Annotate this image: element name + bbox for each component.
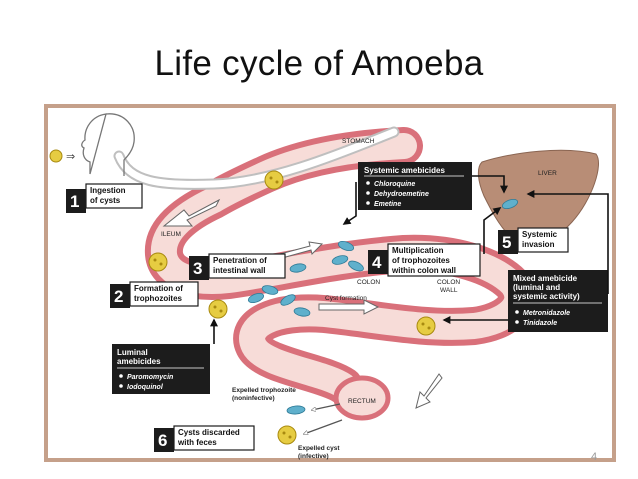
- luminal-drug-1: Paromomycin: [127, 374, 173, 381]
- step-4-line-1: Multiplication: [392, 246, 444, 255]
- systemic-drug-3: Emetine: [374, 201, 401, 208]
- colon-wall-label-1: COLON: [437, 279, 460, 286]
- systemic-heading: Systemic amebicides: [364, 166, 445, 175]
- mixed-heading-1: Mixed amebicide: [513, 274, 578, 283]
- mixed-drug-1: Metronidazole: [523, 310, 570, 317]
- step-6-line-1: Cysts discarded: [178, 428, 240, 437]
- step-2-number: 2: [114, 287, 123, 306]
- luminal-drug-2: Iodoquinol: [127, 384, 164, 391]
- systemic-amebicides-box: Systemic amebicides Chloroquine Dehydroe…: [358, 162, 472, 210]
- step-6-line-2: with feces: [177, 438, 217, 447]
- rectum-opening: [333, 375, 391, 421]
- step-1-line-1: Ingestion: [90, 186, 126, 195]
- colon-wall-label-2: WALL: [440, 287, 458, 294]
- step-3: 3 Penetration of intestinal wall: [189, 253, 286, 280]
- drug-action-arrows: [210, 175, 609, 344]
- luminal-amebicides-box: Luminal amebicides Paromomycin Iodoquino…: [112, 344, 210, 394]
- expelled-cyst-label-1: Expelled cyst: [298, 445, 340, 452]
- step-2-line-1: Formation of: [134, 284, 183, 293]
- ingest-arrow-icon: ⇒: [66, 151, 75, 163]
- mixed-heading-3: systemic activity): [513, 292, 580, 301]
- expelled-trophozoite-label-2: (noninfective): [232, 395, 275, 402]
- systemic-drug-1: Chloroquine: [374, 181, 415, 188]
- colon-label: COLON: [357, 279, 380, 286]
- stomach-label: STOMACH: [342, 138, 375, 145]
- step-4-number: 4: [372, 253, 382, 272]
- cyst-icon: [148, 170, 436, 445]
- systemic-drug-2: Dehydroemetine: [374, 191, 429, 198]
- luminal-heading-2: amebicides: [117, 357, 161, 366]
- step-1: 1 Ingestion of cysts: [66, 183, 143, 213]
- liver-label: LIVER: [538, 170, 557, 177]
- step-3-number: 3: [193, 259, 202, 278]
- luminal-heading-1: Luminal: [117, 348, 148, 357]
- mixed-amebicide-box: Mixed amebicide (luminal and systemic ac…: [508, 270, 608, 332]
- step-6: 6 Cysts discarded with feces: [154, 425, 255, 452]
- mixed-drug-2: Tinidazole: [523, 320, 557, 327]
- mixed-heading-2: (luminal and: [513, 283, 560, 292]
- step-1-number: 1: [70, 192, 79, 211]
- step-2-line-2: trophozoites: [134, 294, 183, 303]
- step-5-line-1: Systemic: [522, 230, 558, 239]
- step-5: 5 Systemic invasion: [498, 227, 569, 254]
- human-head-icon: [81, 113, 135, 176]
- cyst-formation-label: Cyst formation: [325, 295, 367, 302]
- expel-arrows: [304, 403, 343, 434]
- step-5-line-2: invasion: [522, 240, 555, 249]
- step-4: 4 Multiplication of trophozoites within …: [368, 243, 481, 277]
- step-1-line-2: of cysts: [90, 196, 121, 205]
- step-3-line-2: intestinal wall: [213, 266, 265, 275]
- expelled-trophozoite-label-1: Expelled trophozoite: [232, 387, 296, 394]
- step-5-number: 5: [502, 233, 511, 252]
- step-4-line-2: of trophozoites: [392, 256, 450, 265]
- life-cycle-diagram: LIVER ⇒ STOMACH ILEUM COLON COLON WALL C…: [44, 104, 616, 462]
- slide-title: Life cycle of Amoeba: [154, 44, 484, 83]
- step-3-line-1: Penetration of: [213, 256, 267, 265]
- cyst-icon: [49, 149, 63, 163]
- step-2: 2 Formation of trophozoites: [110, 281, 199, 308]
- step-4-line-3: within colon wall: [391, 266, 456, 275]
- step-6-number: 6: [158, 431, 167, 450]
- flow-arrows: [162, 198, 443, 409]
- ileum-label: ILEUM: [161, 231, 181, 238]
- expelled-cyst-label-2: (infective): [298, 453, 329, 460]
- rectum-label: RECTUM: [348, 398, 376, 405]
- page-number: 4: [591, 451, 598, 463]
- trophozoite-icon: [247, 198, 519, 415]
